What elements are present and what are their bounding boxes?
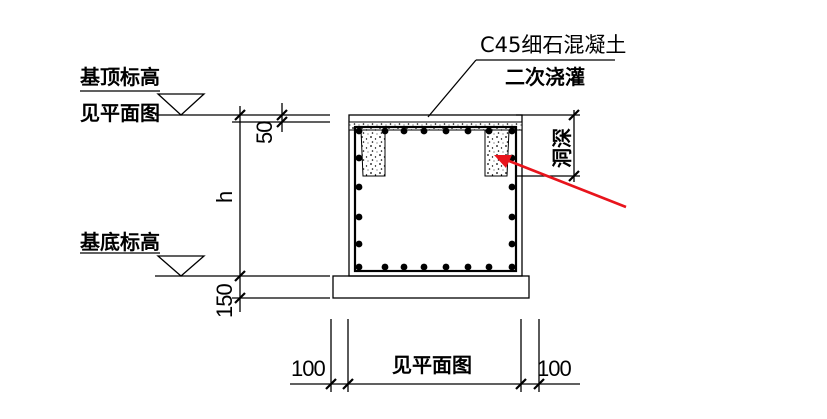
vertical-dimension: 50 h 150 bbox=[212, 103, 330, 318]
bottom-elevation-marker: 基底标高 bbox=[80, 230, 330, 277]
foundation-section bbox=[332, 114, 530, 299]
rebars bbox=[355, 127, 516, 271]
leader-line bbox=[427, 59, 477, 118]
dim-height: h bbox=[212, 192, 237, 203]
concrete-note: C45细石混凝土 二次浇灌 bbox=[427, 33, 626, 118]
see-plan-bottom-label: 见平面图 bbox=[392, 353, 472, 377]
red-pointer-arrow bbox=[494, 155, 627, 209]
dim-left-offset: 100 bbox=[291, 356, 325, 381]
anchor-hole-right bbox=[484, 129, 510, 177]
dim-right-offset: 100 bbox=[537, 356, 571, 381]
concrete-label-line2: 二次浇灌 bbox=[505, 65, 585, 89]
elevation-triangle-bottom bbox=[156, 255, 206, 277]
hole-depth-dimension: 洞深 bbox=[516, 109, 580, 182]
dim-bottom-gap: 150 bbox=[212, 284, 237, 318]
elevation-triangle-top bbox=[156, 93, 206, 116]
concrete-label-line1: C45细石混凝土 bbox=[480, 33, 626, 57]
horizontal-dimension: 100 100 见平面图 bbox=[290, 319, 580, 392]
pedestal-outline bbox=[348, 114, 523, 277]
top-elevation-marker: 基顶标高 见平面图 bbox=[80, 65, 330, 125]
stirrup bbox=[353, 125, 518, 273]
top-elevation-label: 基顶标高 bbox=[80, 65, 160, 89]
bottom-elevation-label: 基底标高 bbox=[80, 230, 160, 254]
base-slab bbox=[332, 275, 530, 299]
hole-depth-label: 洞深 bbox=[550, 128, 574, 168]
anchor-hole-left bbox=[360, 129, 386, 177]
dim-top-gap: 50 bbox=[252, 121, 277, 144]
see-plan-left-label: 见平面图 bbox=[80, 101, 160, 125]
